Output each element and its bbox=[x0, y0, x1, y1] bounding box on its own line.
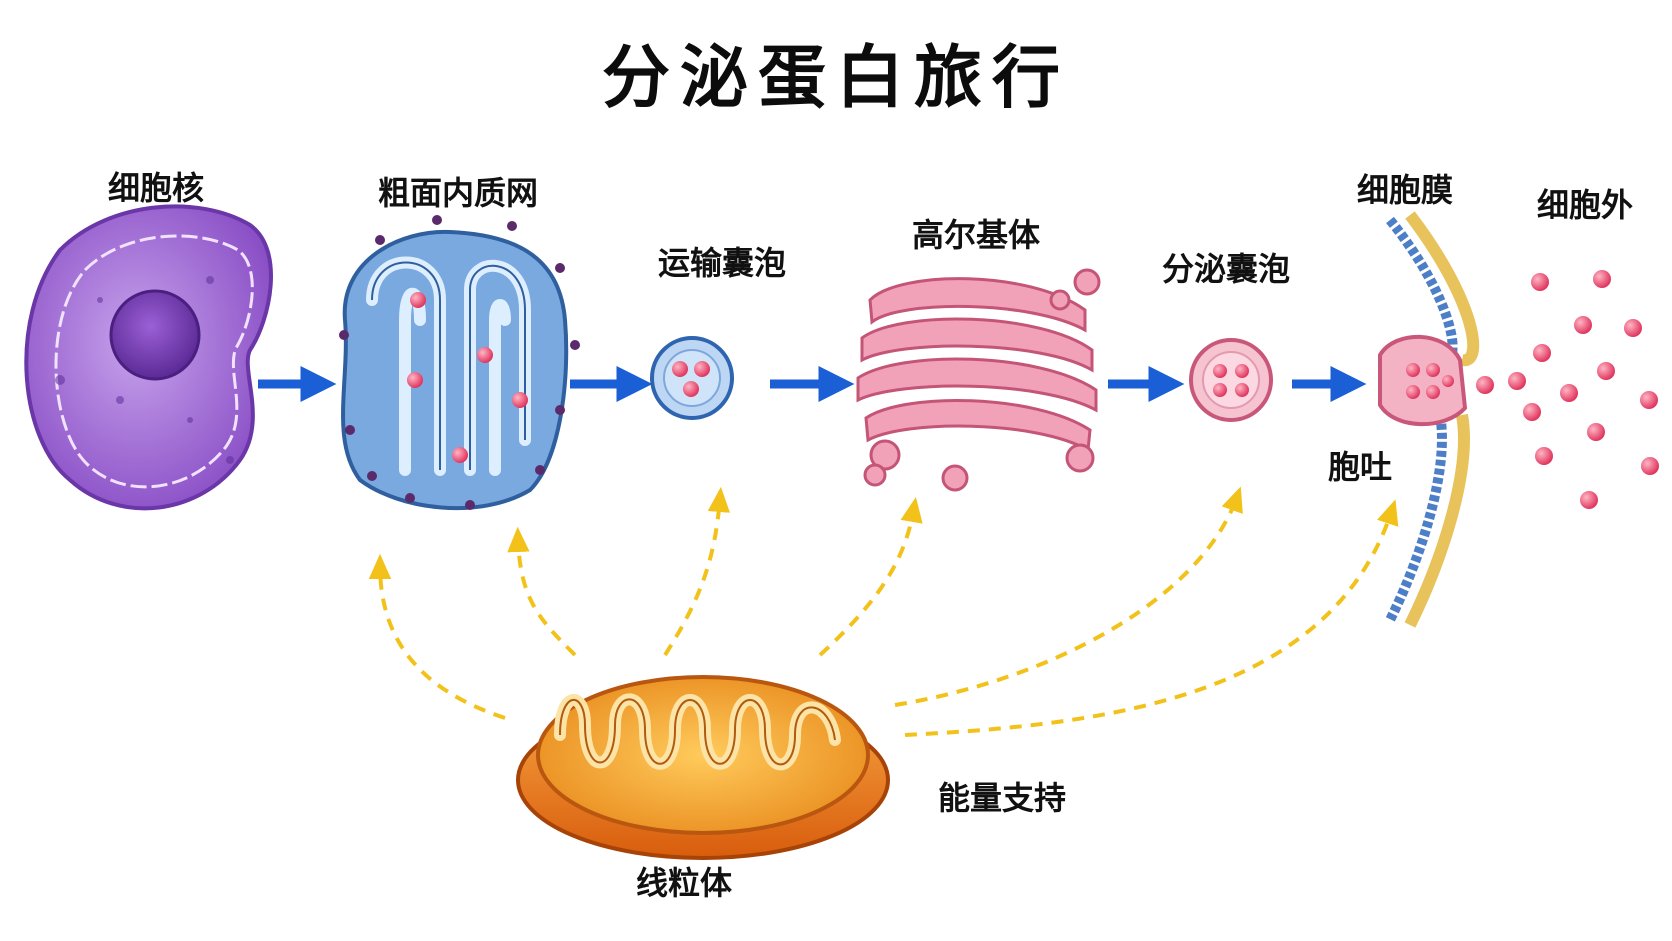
golgi-icon bbox=[856, 268, 1101, 492]
protein-particle-icon bbox=[1476, 270, 1659, 509]
cell-membrane-icon bbox=[1378, 211, 1480, 628]
secretory-vesicle-icon bbox=[1189, 338, 1273, 422]
energy-arrows bbox=[368, 486, 1399, 737]
label-transport-vesicle: 运输囊泡 bbox=[658, 244, 787, 282]
label-golgi: 高尔基体 bbox=[912, 216, 1041, 254]
nucleus-icon bbox=[24, 204, 273, 511]
label-exocytosis: 胞吐 bbox=[1328, 448, 1393, 486]
ribosome-dots bbox=[339, 215, 580, 510]
rough-er-icon bbox=[339, 215, 580, 511]
label-nucleus: 细胞核 bbox=[108, 169, 205, 207]
label-rough-er: 粗面内质网 bbox=[378, 174, 539, 212]
label-cell-membrane: 细胞膜 bbox=[1357, 171, 1454, 209]
transport-vesicle-icon bbox=[650, 336, 734, 420]
mitochondrion-icon bbox=[516, 675, 890, 860]
label-extracellular: 细胞外 bbox=[1537, 186, 1634, 224]
label-mitochondrion: 线粒体 bbox=[636, 864, 733, 902]
label-energy-support: 能量支持 bbox=[938, 779, 1067, 817]
label-secretory-vesicle: 分泌囊泡 bbox=[1162, 250, 1291, 288]
page-title: 分泌蛋白旅行 bbox=[601, 39, 1070, 118]
